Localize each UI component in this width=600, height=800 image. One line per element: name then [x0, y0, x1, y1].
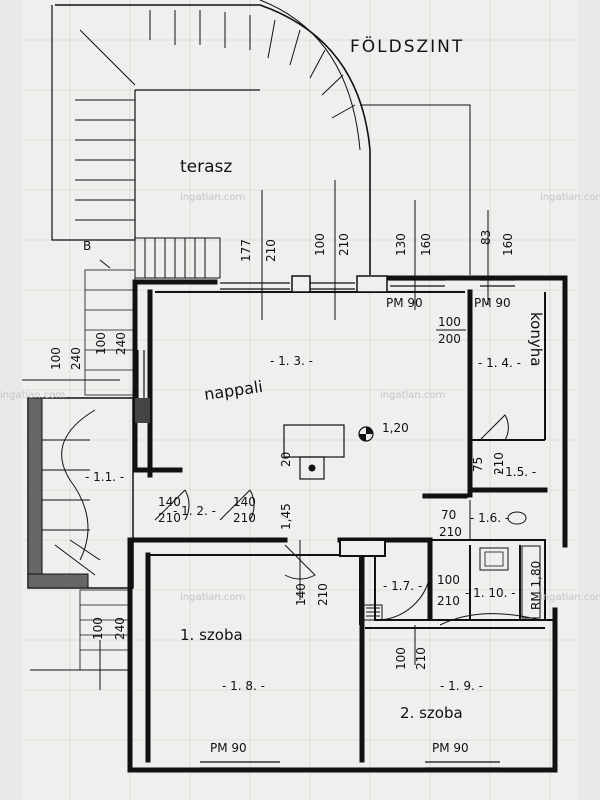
- pm90-kitchen: PM 90: [474, 296, 511, 310]
- dim-160: 160: [419, 233, 433, 256]
- kitchen-label: konyha: [527, 312, 545, 366]
- dim-210: 210: [264, 239, 278, 262]
- dim-100: 100: [313, 233, 327, 256]
- dim-100: 100: [437, 573, 460, 587]
- dim-210: 210: [158, 511, 181, 525]
- dimension-lines: [22, 180, 489, 690]
- column: [135, 398, 150, 423]
- dim-200-door: 200: [438, 332, 461, 346]
- dim-70: 70: [441, 508, 456, 522]
- dim-140: 140: [233, 495, 256, 509]
- room-1-5-id: - 1.5. -: [497, 465, 536, 479]
- terrace-label: terasz: [180, 157, 232, 177]
- dim-1-45: 1,45: [279, 503, 293, 530]
- dim-100-door: 100: [438, 315, 461, 329]
- flue-dot: [308, 464, 316, 472]
- room-2-id: - 1. 9. -: [440, 679, 483, 693]
- watermark: ingatlan.com: [180, 592, 245, 603]
- terrace-outline: [51, 0, 471, 275]
- interior-walls: [150, 291, 555, 629]
- terrace-stairs: [134, 237, 221, 279]
- dim-240-stair: 240: [114, 332, 128, 355]
- upper-stairs: [84, 269, 136, 396]
- dim-210: 210: [316, 583, 330, 606]
- terrace-steps: [75, 10, 356, 221]
- room-1-10-id: - 1. 10. -: [465, 586, 516, 600]
- dim-75: 75: [471, 457, 485, 472]
- rm-1-80: RM 1,80: [529, 561, 543, 610]
- watermark: ingatlan.com: [380, 390, 445, 401]
- watermark: ingatlan.com: [540, 192, 600, 203]
- room-2-label: 2. szoba: [400, 704, 463, 722]
- living-id: - 1. 3. -: [270, 354, 313, 368]
- dim-100-stair: 100: [49, 347, 63, 370]
- dim-100-stair: 100: [94, 332, 108, 355]
- stove-base: [299, 456, 325, 480]
- dim-83: 83: [479, 230, 493, 245]
- dim-177: 177: [239, 239, 253, 262]
- dim-160: 160: [501, 233, 515, 256]
- watermark: ingatlan.com: [180, 192, 245, 203]
- sheet: [22, 0, 578, 800]
- door-swings: [154, 414, 541, 626]
- kitchen-id: - 1. 4. -: [478, 356, 521, 370]
- dim-240-stair: 240: [69, 347, 83, 370]
- dim-210: 210: [437, 594, 460, 608]
- dim-130: 130: [394, 233, 408, 256]
- room-1-1-id: - 1.1. -: [85, 470, 124, 484]
- pm90-living: PM 90: [386, 296, 423, 310]
- room-1-id: - 1. 8. -: [222, 679, 265, 693]
- chimney-base: [339, 539, 386, 557]
- shower-icon: [479, 547, 509, 571]
- dim-100: 100: [91, 617, 105, 640]
- section-mark: B: [83, 239, 91, 253]
- dim-210: 210: [439, 525, 462, 539]
- dim-210: 210: [233, 511, 256, 525]
- pm90-room-1: PM 90: [210, 741, 247, 755]
- dim-140: 140: [294, 583, 308, 606]
- room-1-label: 1. szoba: [180, 626, 243, 644]
- toilet-icon: [507, 511, 527, 525]
- chimney-box: [291, 275, 311, 293]
- dim-240: 240: [113, 617, 127, 640]
- watermark: ingatlan.com: [540, 592, 600, 603]
- dim-210: 210: [337, 233, 351, 256]
- dim-140: 140: [158, 495, 181, 509]
- exterior-walls: [127, 275, 568, 773]
- room-1-7-id: - 1.7. -: [383, 579, 422, 593]
- dim-210: 210: [414, 647, 428, 670]
- staircase-1-1: [27, 397, 134, 589]
- window-box: [356, 275, 388, 293]
- page-title: FÖLDSZINT: [350, 35, 464, 57]
- pm90-room-2: PM 90: [432, 741, 469, 755]
- dim-100: 100: [394, 647, 408, 670]
- dim-20: 20: [279, 452, 293, 467]
- room-1-2-id: - 1. 2. -: [173, 504, 216, 518]
- dim-1-20: 1,20: [382, 421, 409, 435]
- dim-210: 210: [492, 452, 506, 475]
- room-1-6-id: - 1.6. -: [470, 511, 509, 525]
- grille-icon: [363, 604, 383, 621]
- watermark: ingatlan.com: [0, 390, 65, 401]
- radiator-icon: [521, 545, 541, 619]
